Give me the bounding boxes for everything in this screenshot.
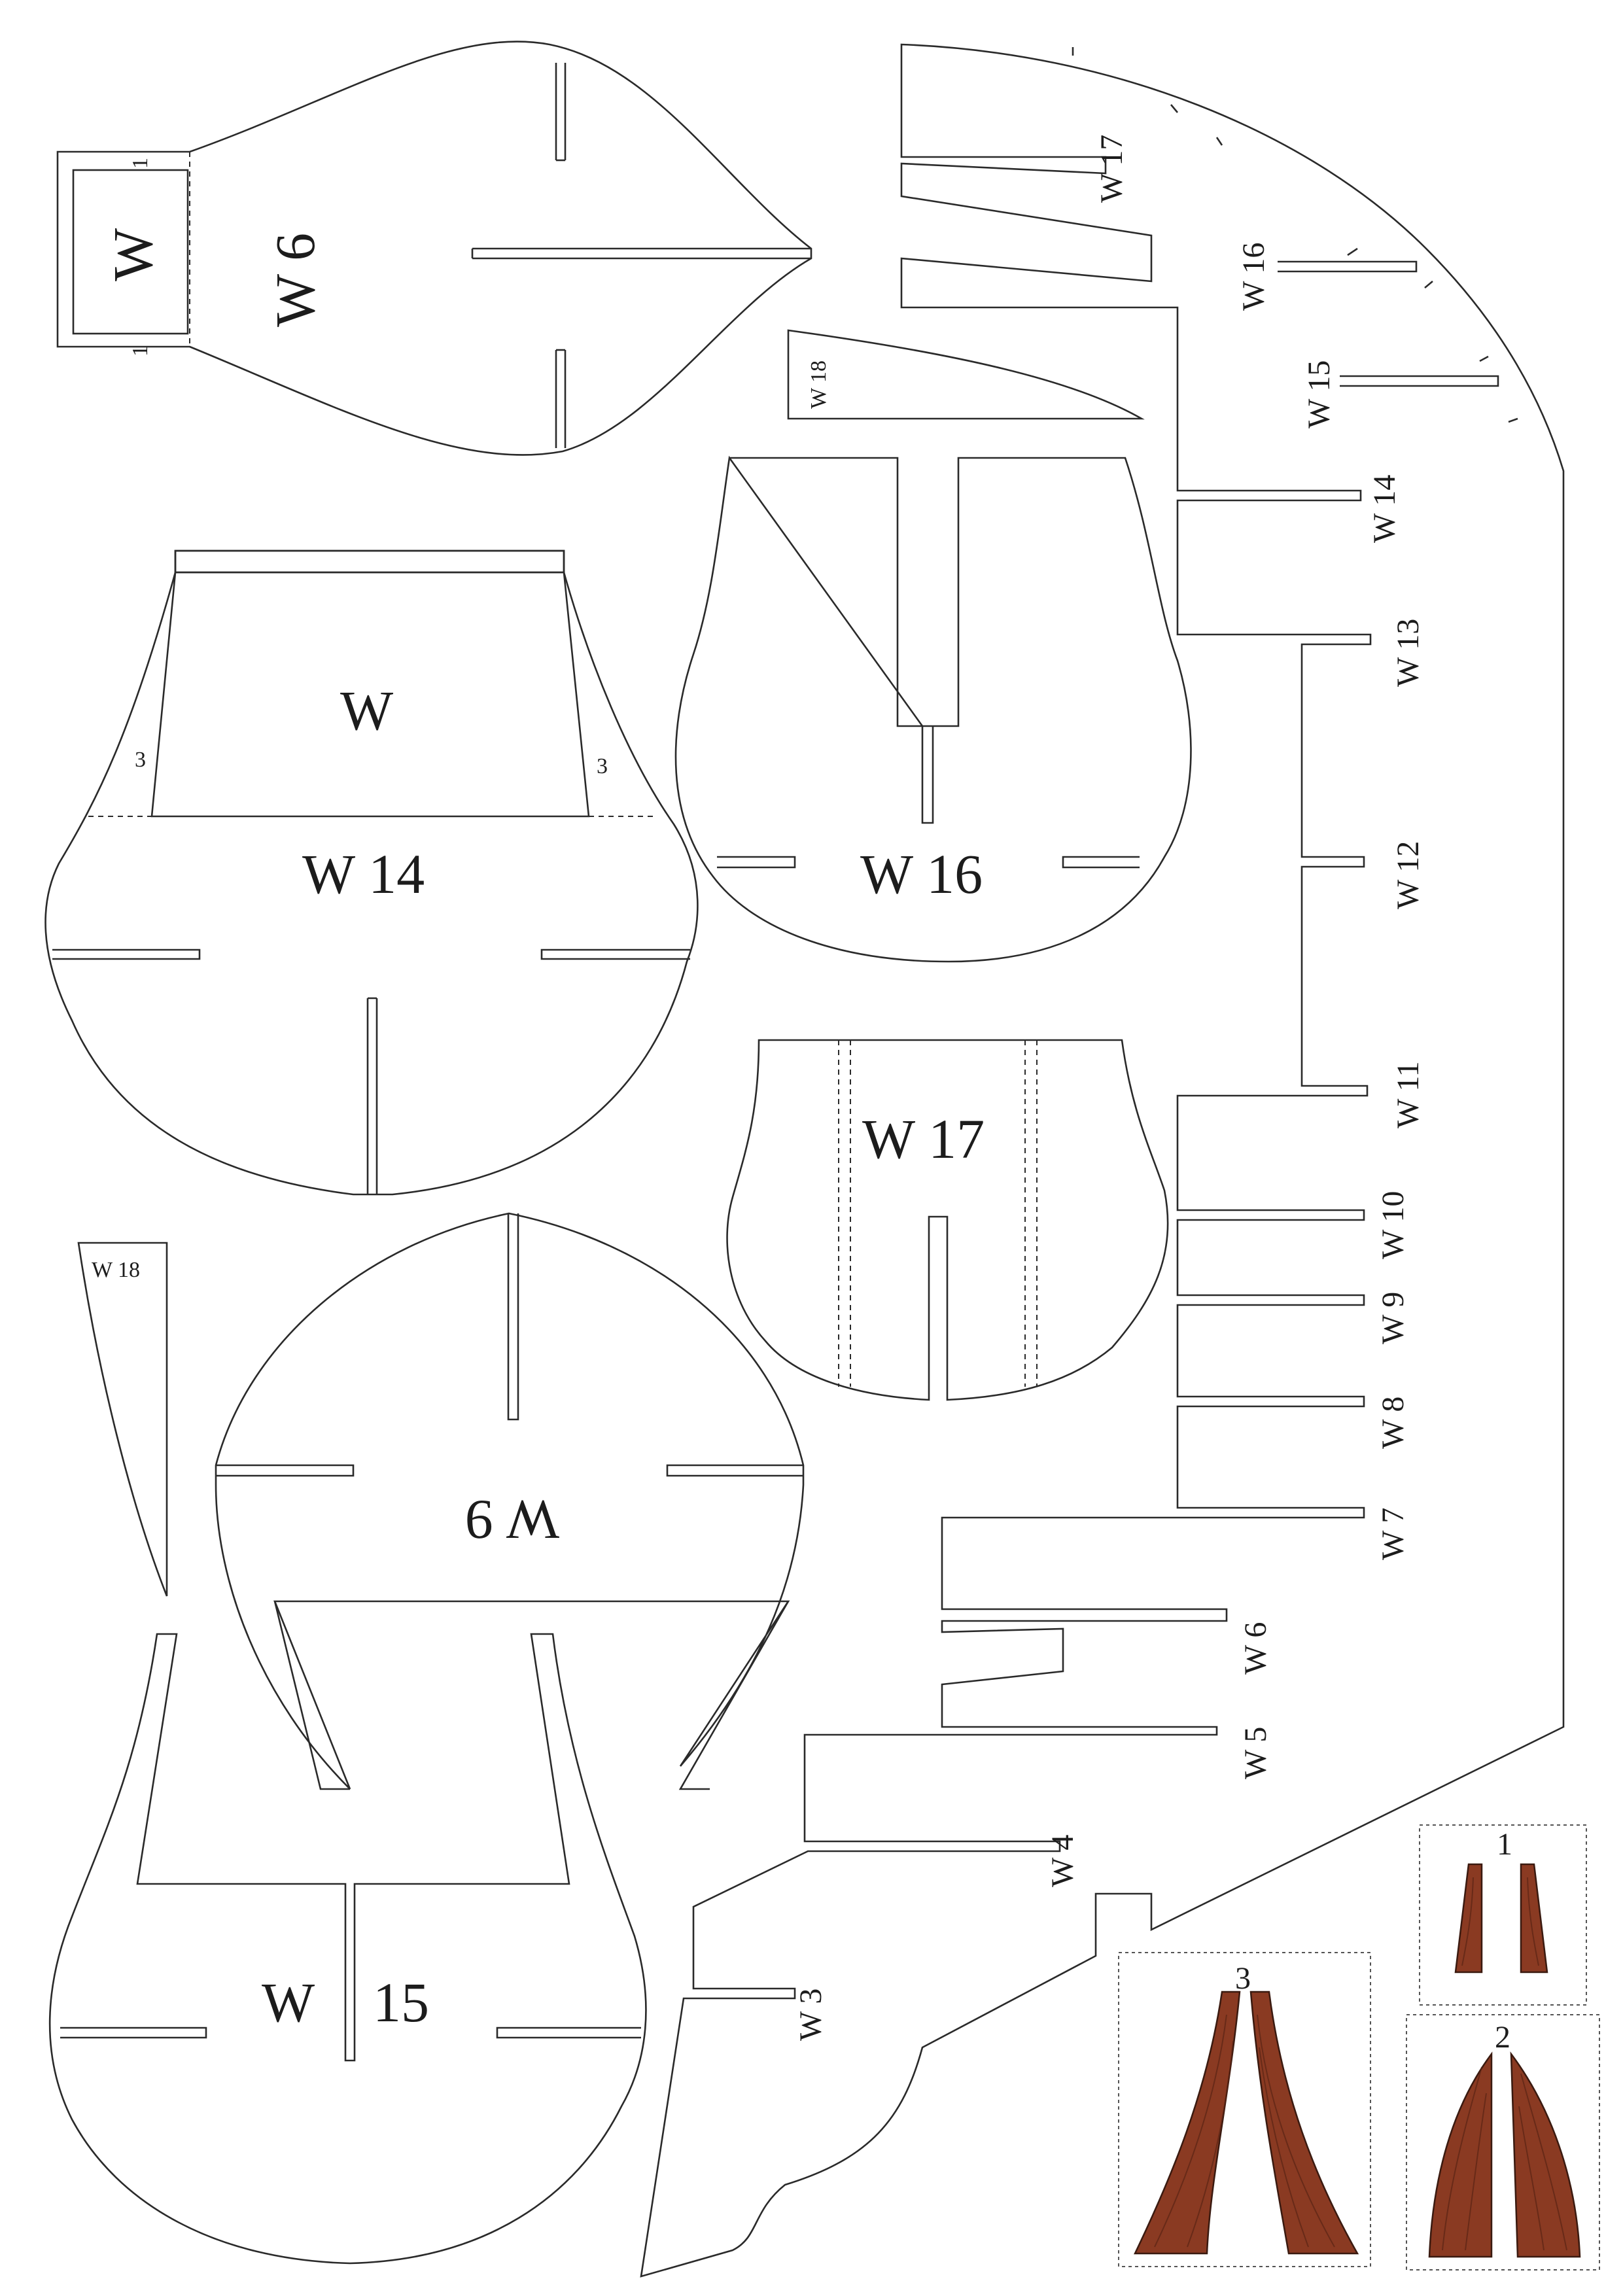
part-keel-spine: W 17 W 16 W 15 W 14 W 13 W 12 W 11 W 10 … xyxy=(640,43,1565,2278)
spine-labels: W 17 W 16 W 15 W 14 W 13 W 12 W 11 W 10 … xyxy=(794,135,1425,2041)
color-box-3: 3 xyxy=(1118,1952,1371,2267)
part-w17: W 17 xyxy=(726,1039,1169,1401)
label-box-2: 2 xyxy=(1495,2020,1510,2055)
label-box-3: 3 xyxy=(1235,1961,1251,1996)
label-w17: W 17 xyxy=(862,1107,985,1170)
part-w18-top: W 18 xyxy=(787,329,1145,420)
label-w14-3b: 3 xyxy=(597,754,608,778)
label-w6-tab-1a: 1 xyxy=(128,158,152,169)
label-w16: W 16 xyxy=(860,843,983,905)
label-w6-top: W 6 xyxy=(264,233,326,327)
label-w18-b: W 18 xyxy=(92,1258,140,1282)
part-w15: W 15 xyxy=(48,1633,647,2265)
label-spine-w4: W 4 xyxy=(1045,1835,1080,1887)
label-w18-a: W 18 xyxy=(807,360,831,409)
color-box-1: 1 xyxy=(1419,1824,1587,2006)
label-spine-w15: W 15 xyxy=(1302,360,1336,428)
label-spine-w7: W 7 xyxy=(1376,1508,1410,1560)
part-w14: W W 14 3 3 xyxy=(44,549,699,1196)
part-w16: W 16 xyxy=(674,455,1192,963)
label-w15-n: 15 xyxy=(373,1971,429,2034)
label-spine-w14: W 14 xyxy=(1367,475,1402,543)
label-w15-w: W xyxy=(262,1971,315,2034)
label-spine-w12: W 12 xyxy=(1391,841,1425,909)
label-box-1: 1 xyxy=(1497,1827,1512,1862)
label-w9: W 9 xyxy=(465,1489,559,1552)
label-spine-w11: W 11 xyxy=(1391,1061,1425,1128)
label-w14-tab: W xyxy=(340,679,393,742)
color-box-2: 2 xyxy=(1406,2014,1600,2270)
label-spine-w5: W 5 xyxy=(1238,1727,1273,1779)
label-spine-w16: W 16 xyxy=(1236,243,1271,311)
label-spine-w17: W 17 xyxy=(1094,135,1129,203)
label-w14: W 14 xyxy=(302,843,425,905)
label-spine-w10: W 10 xyxy=(1376,1191,1410,1259)
label-w-tab-top: W xyxy=(101,228,164,281)
part-w18-left: W 18 xyxy=(77,1242,168,1597)
label-w6-tab-1b: 1 xyxy=(128,345,152,357)
label-w14-3a: 3 xyxy=(135,748,146,772)
label-spine-w8: W 8 xyxy=(1376,1397,1410,1449)
label-spine-w3: W 3 xyxy=(794,1989,828,2041)
label-spine-w6: W 6 xyxy=(1238,1622,1273,1675)
label-spine-w9: W 9 xyxy=(1376,1292,1410,1344)
part-w9: W 9 xyxy=(215,1212,805,1790)
part-w6-top: W W 6 1 1 xyxy=(56,41,812,456)
label-spine-w13: W 13 xyxy=(1391,619,1425,687)
